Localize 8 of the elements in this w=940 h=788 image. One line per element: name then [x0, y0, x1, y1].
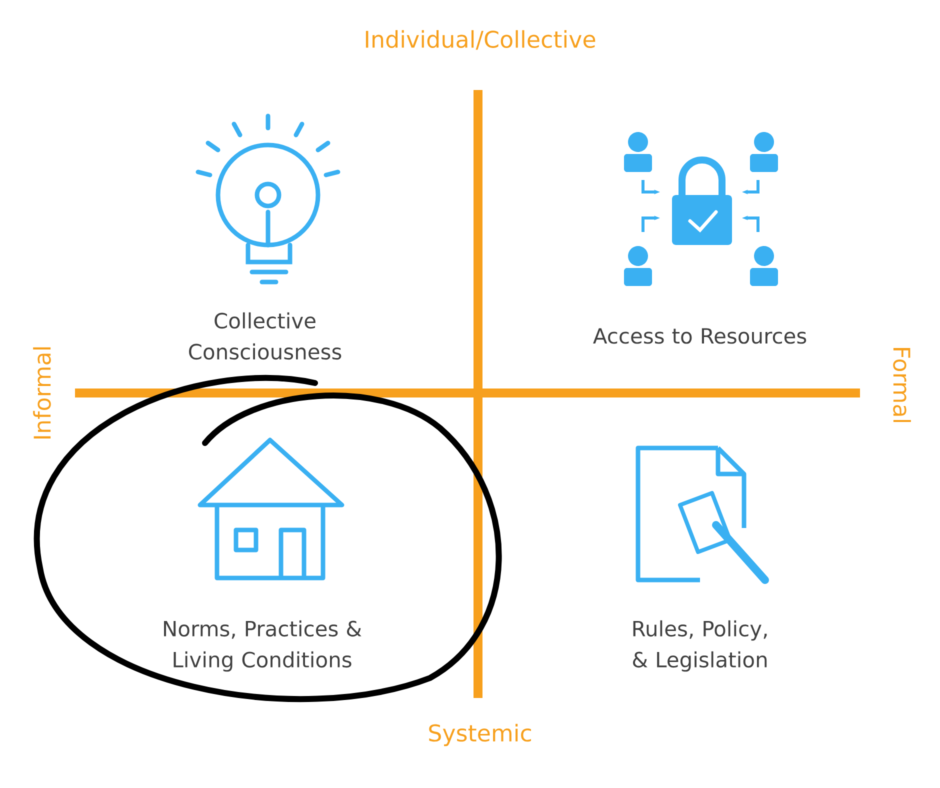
quadrant-label: Collective Consciousness [189, 312, 342, 360]
quadrant-label: Access to Resources [593, 328, 806, 344]
axis-label: Systemic [429, 724, 531, 746]
axis-label: Informal [33, 347, 51, 438]
quadrant-label: Rules, Policy, & Legislation [633, 620, 767, 672]
quadrant-label: Norms, Practices & Living Conditions [164, 620, 362, 672]
axis-label: Formal [893, 348, 911, 422]
axis-label: Individual/Collective [366, 30, 596, 50]
